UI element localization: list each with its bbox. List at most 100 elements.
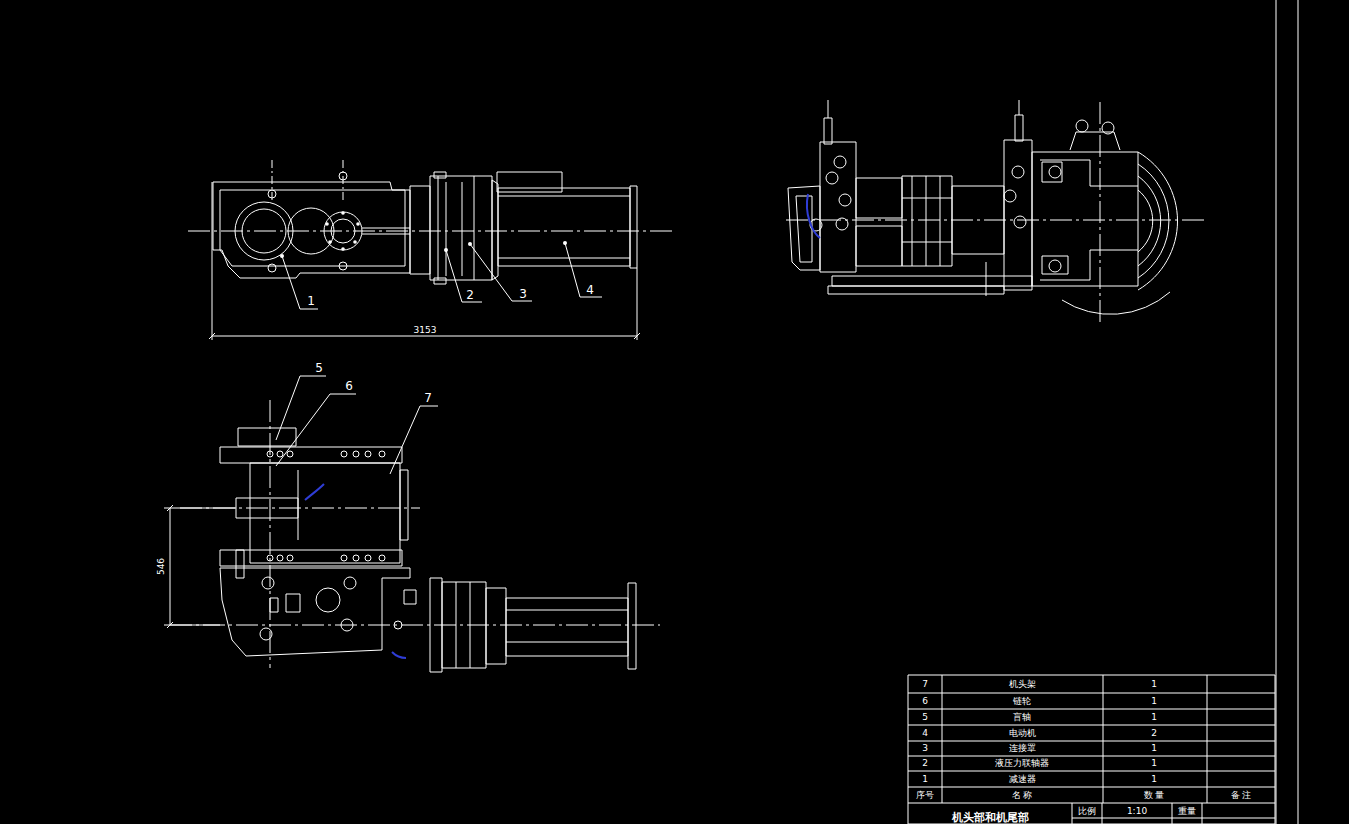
tail-view <box>902 176 952 266</box>
bolt-holes <box>365 451 371 457</box>
tail-view <box>826 172 838 184</box>
bolt-holes <box>287 451 293 457</box>
bolt-holes <box>379 555 385 561</box>
head-plan-view <box>339 262 347 270</box>
table-cell: 连接罩 <box>1008 744 1037 753</box>
dimension-text: 546 <box>158 556 167 575</box>
head-plan-view <box>242 209 286 253</box>
table-header: 备 注 <box>1230 791 1253 800</box>
head-plan-view <box>498 188 630 266</box>
head-side-view <box>164 376 660 672</box>
head-side-view <box>170 625 660 626</box>
tail-view <box>1040 160 1138 186</box>
head-side-view <box>236 498 298 518</box>
table-cell: 1 <box>1150 713 1158 722</box>
parts-table <box>1072 818 1275 819</box>
head-side-view <box>456 582 457 668</box>
bolt-holes <box>267 555 273 561</box>
head-side-view <box>236 550 244 578</box>
sheet-border <box>1298 0 1299 824</box>
callout-number: 3 <box>518 288 528 300</box>
head-plan-view <box>630 186 637 268</box>
table-header: 序号 <box>915 791 935 800</box>
bolt-circle <box>341 247 345 251</box>
head-side-view <box>298 470 299 540</box>
tail-view <box>1138 190 1153 252</box>
table-cell: 1 <box>1150 680 1158 689</box>
bolt-circle <box>280 254 284 258</box>
bolt-holes <box>267 451 273 457</box>
head-side-view <box>506 598 628 656</box>
head-plan-view <box>430 176 492 280</box>
parts-table <box>908 771 1275 772</box>
table-cell: 减速器 <box>1008 775 1037 784</box>
head-side-view <box>164 625 220 626</box>
parts-table <box>908 709 1275 710</box>
bolt-circle <box>563 241 567 245</box>
head-plan-view <box>235 202 293 260</box>
head-side-view <box>270 400 271 668</box>
table-cell: 1 <box>1150 775 1158 784</box>
bolt-holes <box>341 555 347 561</box>
tail-view <box>832 276 1032 286</box>
tail-view <box>1049 260 1061 272</box>
tail-view <box>1004 190 1016 202</box>
bolt-holes <box>365 555 371 561</box>
tail-view <box>912 176 913 266</box>
head-side-view <box>506 610 628 611</box>
head-side-view <box>344 577 356 589</box>
head-plan-view <box>339 172 347 180</box>
parts-table <box>1072 803 1073 824</box>
head-side-view <box>262 577 274 589</box>
bolt-holes <box>267 451 385 561</box>
bolt-holes <box>379 451 385 457</box>
tail-view <box>856 178 902 218</box>
head-plan-view <box>288 208 334 254</box>
tail-view <box>786 100 1206 323</box>
head-plan-view <box>272 160 273 200</box>
head-plan-view <box>637 268 638 340</box>
tail-view <box>1014 216 1026 228</box>
head-plan-view <box>474 176 475 280</box>
head-side-view <box>470 582 471 668</box>
tail-view <box>796 196 812 262</box>
parts-table <box>908 675 1275 824</box>
head-plan-view <box>213 182 410 278</box>
head-side-view <box>286 594 300 612</box>
head-side-view <box>400 470 408 540</box>
head-plan-view <box>462 182 463 276</box>
tail-view <box>1032 152 1138 286</box>
title-block-cell: 比例 <box>1077 807 1097 816</box>
head-plan-view <box>565 243 602 297</box>
table-cell: 4 <box>921 729 929 738</box>
bolt-circle <box>341 211 345 215</box>
head-side-view <box>486 588 506 664</box>
head-plan-view <box>438 176 439 280</box>
head-plan-view <box>470 244 532 301</box>
head-plan-view <box>446 182 447 276</box>
title-block-cell: 重量 <box>1177 807 1197 816</box>
head-side-view <box>164 508 236 509</box>
head-plan-view <box>331 219 355 243</box>
tail-view <box>986 262 987 296</box>
head-side-view <box>430 578 442 672</box>
head-plan-view <box>498 196 630 197</box>
head-side-view <box>506 642 628 643</box>
tail-view <box>834 156 846 168</box>
tail-view <box>1019 100 1020 115</box>
bolt-holes <box>353 555 359 561</box>
tail-view <box>1015 115 1023 141</box>
head-side-view <box>260 628 272 640</box>
callout-number: 5 <box>314 362 324 374</box>
parts-table <box>908 741 1275 742</box>
table-header: 数 量 <box>1143 791 1166 800</box>
head-plan-view <box>498 258 630 259</box>
parts-table <box>908 756 1275 757</box>
table-cell: 1 <box>921 775 929 784</box>
table-cell: 机头架 <box>1008 680 1037 689</box>
tail-view <box>820 142 856 272</box>
table-cell: 6 <box>921 697 929 706</box>
callout-number: 7 <box>423 392 433 404</box>
bolt-circle <box>356 222 360 226</box>
